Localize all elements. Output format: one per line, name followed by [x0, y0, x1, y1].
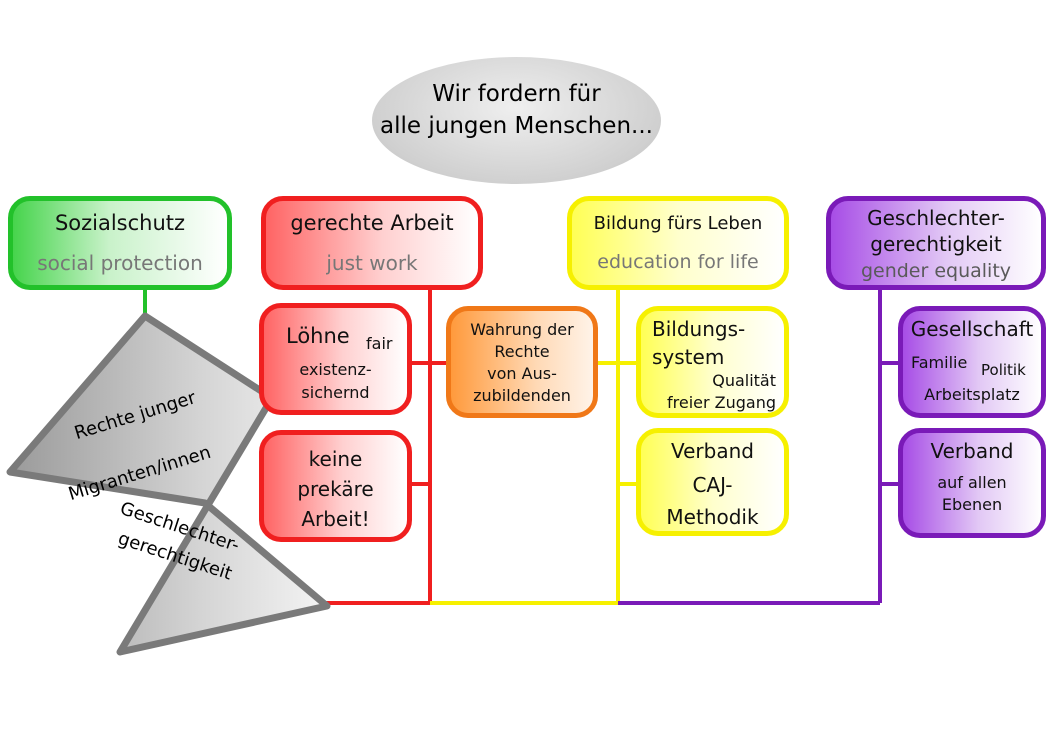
loehne-title: Löhne — [286, 324, 350, 348]
bildung-subtitle: education for life — [597, 251, 759, 273]
bildung-box: Bildung fürs Leben education for life — [567, 196, 789, 290]
verband-ebenen-line1: Verband — [930, 439, 1014, 463]
prekaer-line2: prekäre — [297, 477, 374, 501]
verband-ebenen-box: Verband auf allen Ebenen — [898, 428, 1046, 538]
wahrung-line1: Wahrung der — [470, 320, 574, 339]
bildungssystem-line1: Bildungs- — [652, 317, 746, 341]
loehne-box: Löhne fair existenz- sichernd — [259, 303, 412, 415]
gesellschaft-box: Gesellschaft Familie Politik Arbeitsplat… — [898, 306, 1046, 418]
gender-subtitle: gender equality — [860, 260, 1012, 282]
verband-caj-box: Verband CAJ- Methodik — [636, 428, 789, 536]
arbeit-subtitle: just work — [326, 251, 418, 275]
prekaer-box: keine prekäre Arbeit! — [259, 430, 412, 542]
verband-caj-line2: CAJ- — [692, 473, 733, 497]
sozialschutz-title: Sozialschutz — [54, 211, 186, 235]
arbeit-box: gerechte Arbeit just work — [261, 196, 483, 290]
verband-caj-line3: Methodik — [666, 505, 759, 529]
prekaer-line1: keine — [308, 447, 363, 471]
verband-ebenen-line3: Ebenen — [941, 495, 1003, 514]
prekaer-line3: Arbeit! — [301, 507, 370, 531]
gender-title2: gerechtigkeit — [870, 232, 1002, 256]
gesellschaft-item2: Politik — [981, 361, 1026, 379]
verband-ebenen-line2: auf allen — [937, 473, 1007, 492]
loehne-tag: fair — [366, 334, 393, 353]
gender-box: Geschlechter- gerechtigkeit gender equal… — [826, 196, 1046, 290]
bildungssystem-line3: Qualität — [712, 371, 776, 390]
header-line1: Wir fordern für — [432, 81, 601, 107]
bildungssystem-line4: freier Zugang — [666, 393, 776, 412]
gender-title1: Geschlechter- — [867, 206, 1005, 230]
header-line2: alle jungen Menschen... — [380, 113, 653, 139]
wahrung-box: Wahrung der Rechte von Aus- zubildenden — [446, 306, 598, 418]
bildung-title: Bildung fürs Leben — [593, 213, 763, 234]
gesellschaft-item1: Familie — [911, 353, 968, 372]
header-ellipse: Wir fordern für alle jungen Menschen... — [372, 57, 661, 184]
sozialschutz-subtitle: social protection — [37, 251, 203, 275]
bildungssystem-line2: system — [652, 345, 725, 369]
gesellschaft-item3: Arbeitsplatz — [924, 385, 1020, 404]
wahrung-line4: zubildenden — [473, 386, 571, 405]
verband-caj-line1: Verband — [671, 439, 754, 463]
wahrung-line3: von Aus- — [487, 364, 557, 383]
loehne-line2: sichernd — [301, 383, 370, 402]
bildungssystem-box: Bildungs- system Qualität freier Zugang — [636, 306, 789, 418]
wahrung-line2: Rechte — [494, 342, 550, 361]
arbeit-title: gerechte Arbeit — [290, 211, 454, 235]
sozialschutz-box: Sozialschutz social protection — [8, 196, 232, 290]
loehne-line1: existenz- — [299, 360, 372, 379]
gesellschaft-title: Gesellschaft — [910, 317, 1034, 341]
